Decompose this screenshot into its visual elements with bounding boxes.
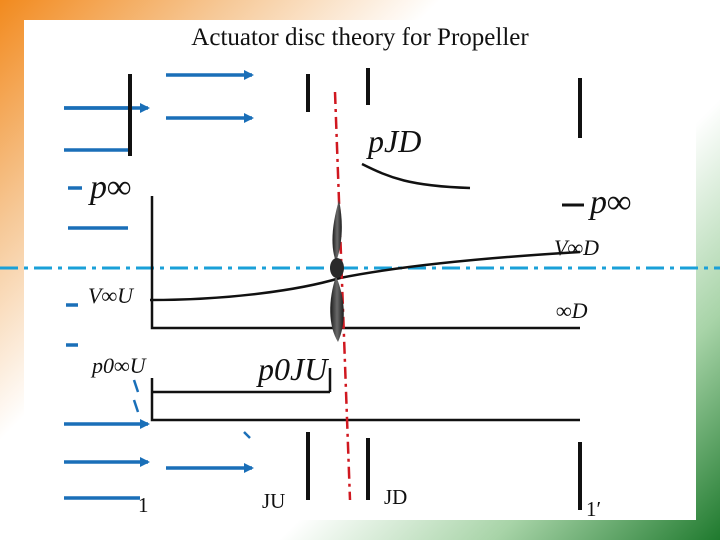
slide-title: Actuator disc theory for Propeller [191, 24, 529, 51]
pressure-plot [150, 196, 580, 422]
pressure-curve-jd [361, 162, 471, 190]
flow-ticks [132, 379, 251, 439]
inflow-arrows-bottom [64, 419, 254, 500]
propeller-blade-upper [332, 200, 342, 262]
flow-tick [132, 399, 140, 413]
actuator-disc-plane [333, 91, 352, 501]
label-p0-inf-u: p0∞U [90, 353, 148, 378]
label-v-inf-u: V∞U [88, 283, 135, 308]
propeller-blade-lower [330, 276, 344, 342]
label-p-inf-left: p∞ [88, 169, 131, 206]
label-p-inf-right: p∞ [588, 184, 631, 221]
propeller-hub [330, 258, 344, 278]
label-p0-ju: p0JU [256, 351, 329, 387]
label-v-inf-d-upper: V∞D [554, 235, 599, 260]
station-label-ju: JU [262, 489, 285, 513]
station-label-jd: JD [384, 485, 407, 509]
streamline-upper [149, 250, 581, 302]
flow-tick [243, 431, 251, 439]
label-v-inf-d-lower: ∞D [556, 298, 588, 323]
inflow-arrows-top [64, 70, 254, 123]
flow-tick [132, 379, 140, 393]
station-label-1-prime: 1′ [586, 497, 601, 521]
velocity-baseline [150, 196, 580, 330]
label-p-jd: pJD [366, 123, 421, 159]
station-label-1: 1 [138, 493, 149, 517]
station-markers [128, 68, 582, 510]
propeller [330, 200, 344, 342]
diagram-panel [24, 20, 696, 520]
